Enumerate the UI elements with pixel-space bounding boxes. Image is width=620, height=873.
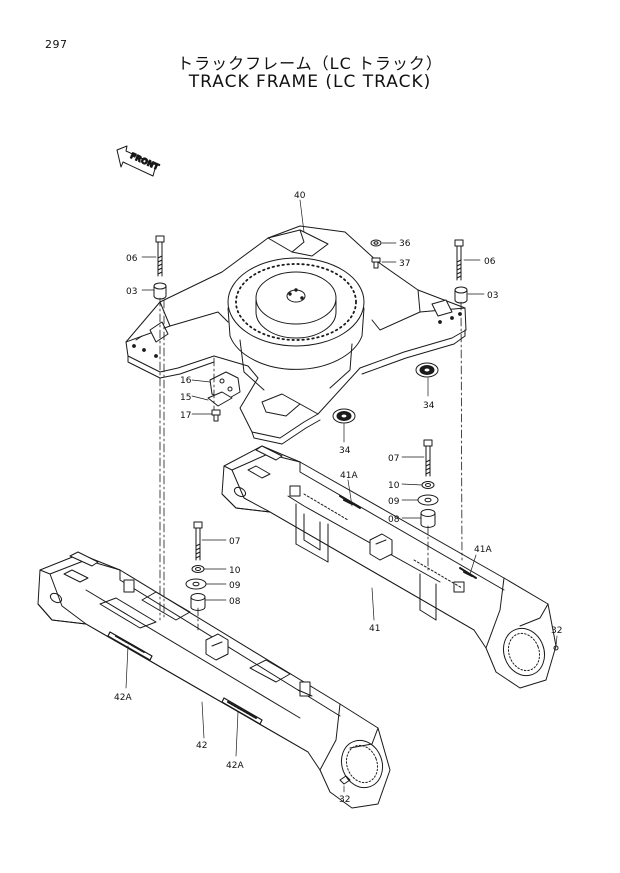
grease-fitting-32-bottom (339, 775, 351, 785)
callout-34-right: 34 (423, 401, 435, 411)
callout-16: 16 (180, 376, 192, 386)
leader-lines (125, 199, 558, 793)
callout-42A-bottom: 42A (226, 761, 244, 771)
bolt-07-left (193, 521, 203, 561)
page-number: 297 (45, 38, 68, 51)
callout-09-right: 09 (388, 497, 400, 507)
title-english: TRACK FRAME (LC TRACK) (188, 72, 432, 92)
bolt-37 (371, 257, 381, 269)
callout-03-left: 03 (126, 287, 137, 297)
callout-40: 40 (294, 191, 306, 201)
callout-34-mid: 34 (339, 446, 351, 456)
callout-06-right: 06 (484, 257, 496, 267)
bolt-06-left (155, 235, 165, 277)
callout-42: 42 (196, 741, 207, 751)
plate-16 (209, 371, 241, 401)
callout-labels: 40 36 37 06 03 06 03 16 15 17 34 34 07 1… (114, 191, 562, 805)
nut-10-right (421, 481, 435, 489)
callout-10-right: 10 (388, 481, 400, 491)
callout-15: 15 (180, 393, 191, 403)
bolt-07-right (423, 439, 433, 477)
nut-10-left (191, 565, 205, 573)
callout-10-left: 10 (229, 566, 241, 576)
callout-32-bottom: 32 (339, 795, 350, 805)
rubber-mount-34-right (415, 362, 439, 378)
callout-42A-left: 42A (114, 693, 132, 703)
bolt-17 (211, 409, 221, 422)
spacer-03-right (454, 286, 468, 304)
track-frame-41 (221, 445, 559, 689)
callout-09-left: 09 (229, 581, 241, 591)
spacer-08-right (420, 509, 436, 528)
center-frame-40 (125, 225, 467, 445)
callout-03-right: 03 (487, 291, 498, 301)
callout-37: 37 (399, 259, 410, 269)
callout-07-left: 07 (229, 537, 240, 547)
callout-17: 17 (180, 411, 191, 421)
track-frame-42 (37, 551, 391, 809)
callout-41: 41 (369, 624, 380, 634)
alignment-lines (159, 297, 463, 631)
callout-36: 36 (399, 239, 411, 249)
washer-36 (370, 239, 382, 247)
callout-08-left: 08 (229, 597, 241, 607)
rubber-mount-34-mid (332, 408, 356, 424)
title-japanese: トラックフレーム（LC トラック） (177, 54, 443, 73)
callout-07-right: 07 (388, 454, 399, 464)
callout-41A-right: 41A (474, 545, 492, 555)
spacer-03-left (153, 282, 167, 300)
callout-06-left: 06 (126, 254, 138, 264)
callout-32-right: 32 (551, 626, 562, 636)
callout-08-right: 08 (388, 515, 400, 525)
bolt-06-right (454, 239, 464, 281)
callout-41A-top: 41A (340, 471, 358, 481)
washer-09-left (185, 578, 207, 590)
front-arrow-icon: FRONT (116, 145, 161, 177)
washer-09-right (417, 494, 439, 506)
